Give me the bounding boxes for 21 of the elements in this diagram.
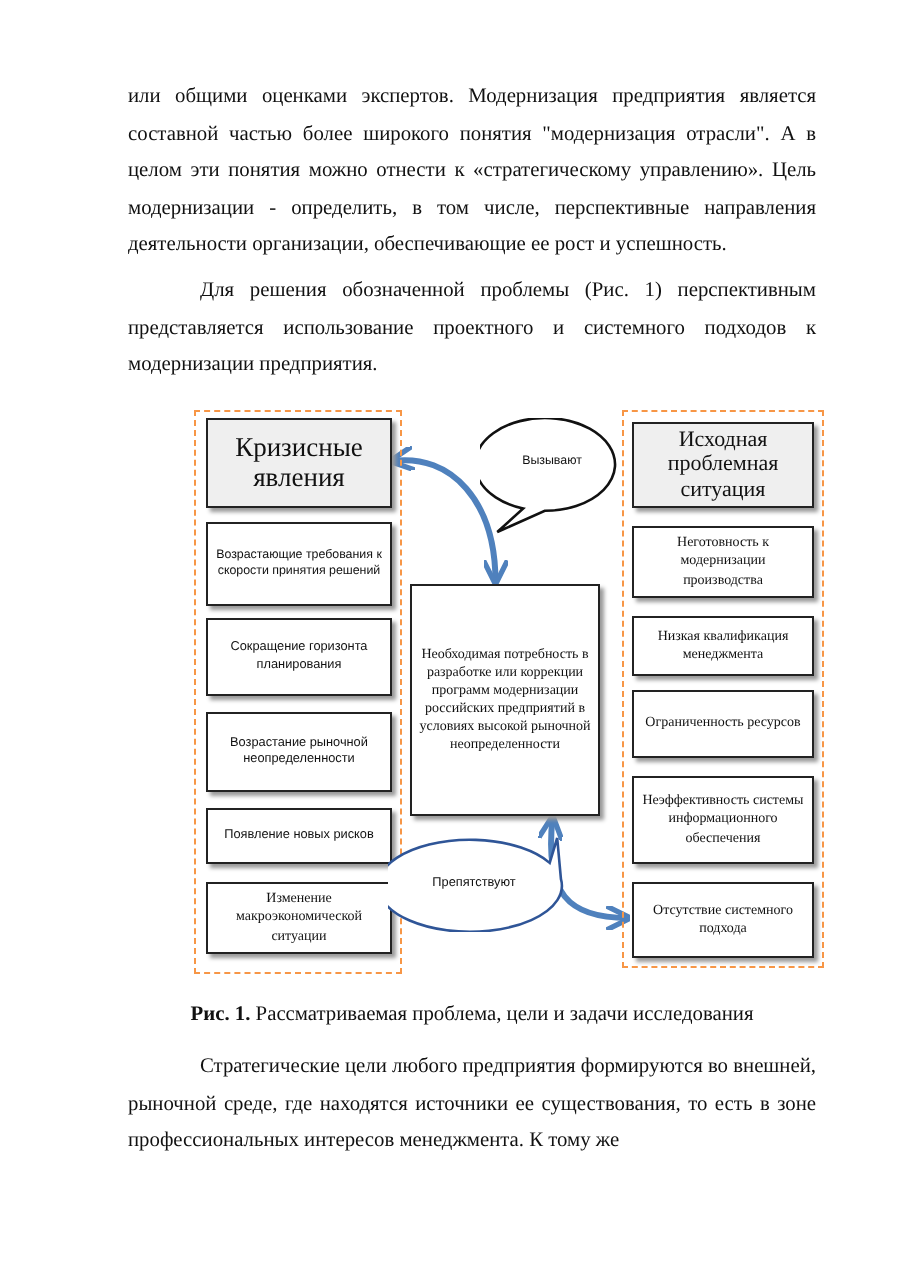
heading-panel: [632, 422, 814, 508]
text-panel: [632, 526, 814, 598]
heading-panel: [206, 418, 392, 508]
text-panel: [206, 618, 392, 696]
text-panel: [632, 776, 814, 864]
text-panel: [632, 690, 814, 758]
text-panel: [206, 712, 392, 792]
text-panel: [632, 616, 814, 676]
paragraph: Для решения обозначенной проблемы (Рис. 1) перспективным представляется использование проектного и системного подходов к модернизации предприятия.: [128, 278, 816, 381]
paragraph: или общими оценками экспертов. Модернизация предприятия является составной частью более широкого понятия "модернизация отрасли". А в целом эти понятия можно отнести к «стратегическому управлению». Цель модернизации - определить, в том числе, перспективные направления деятельности организации, обеспечивающие ее рост и успешность.: [128, 84, 816, 261]
dashed-frame: [622, 410, 824, 968]
text-panel: [206, 808, 392, 864]
text-panel: [206, 522, 392, 606]
dashed-frame: [194, 410, 402, 974]
group-heading: Кризисные явления: [233, 433, 365, 493]
text-panel: [206, 882, 392, 954]
text-panel: [410, 584, 600, 816]
paragraph: Стратегические цели любого предприятия формируются во внешней, рыночной среде, где находятся источники ее существования, то есть в зоне профессиональных интересов менеджмента. К тому же: [128, 1054, 816, 1157]
figure-caption: Рис. 1. Рассматриваемая проблема, цели и задачи исследования: [188, 1004, 756, 1026]
group-heading: Исходная проблемная ситуация: [665, 428, 781, 502]
text-panel: [632, 882, 814, 958]
